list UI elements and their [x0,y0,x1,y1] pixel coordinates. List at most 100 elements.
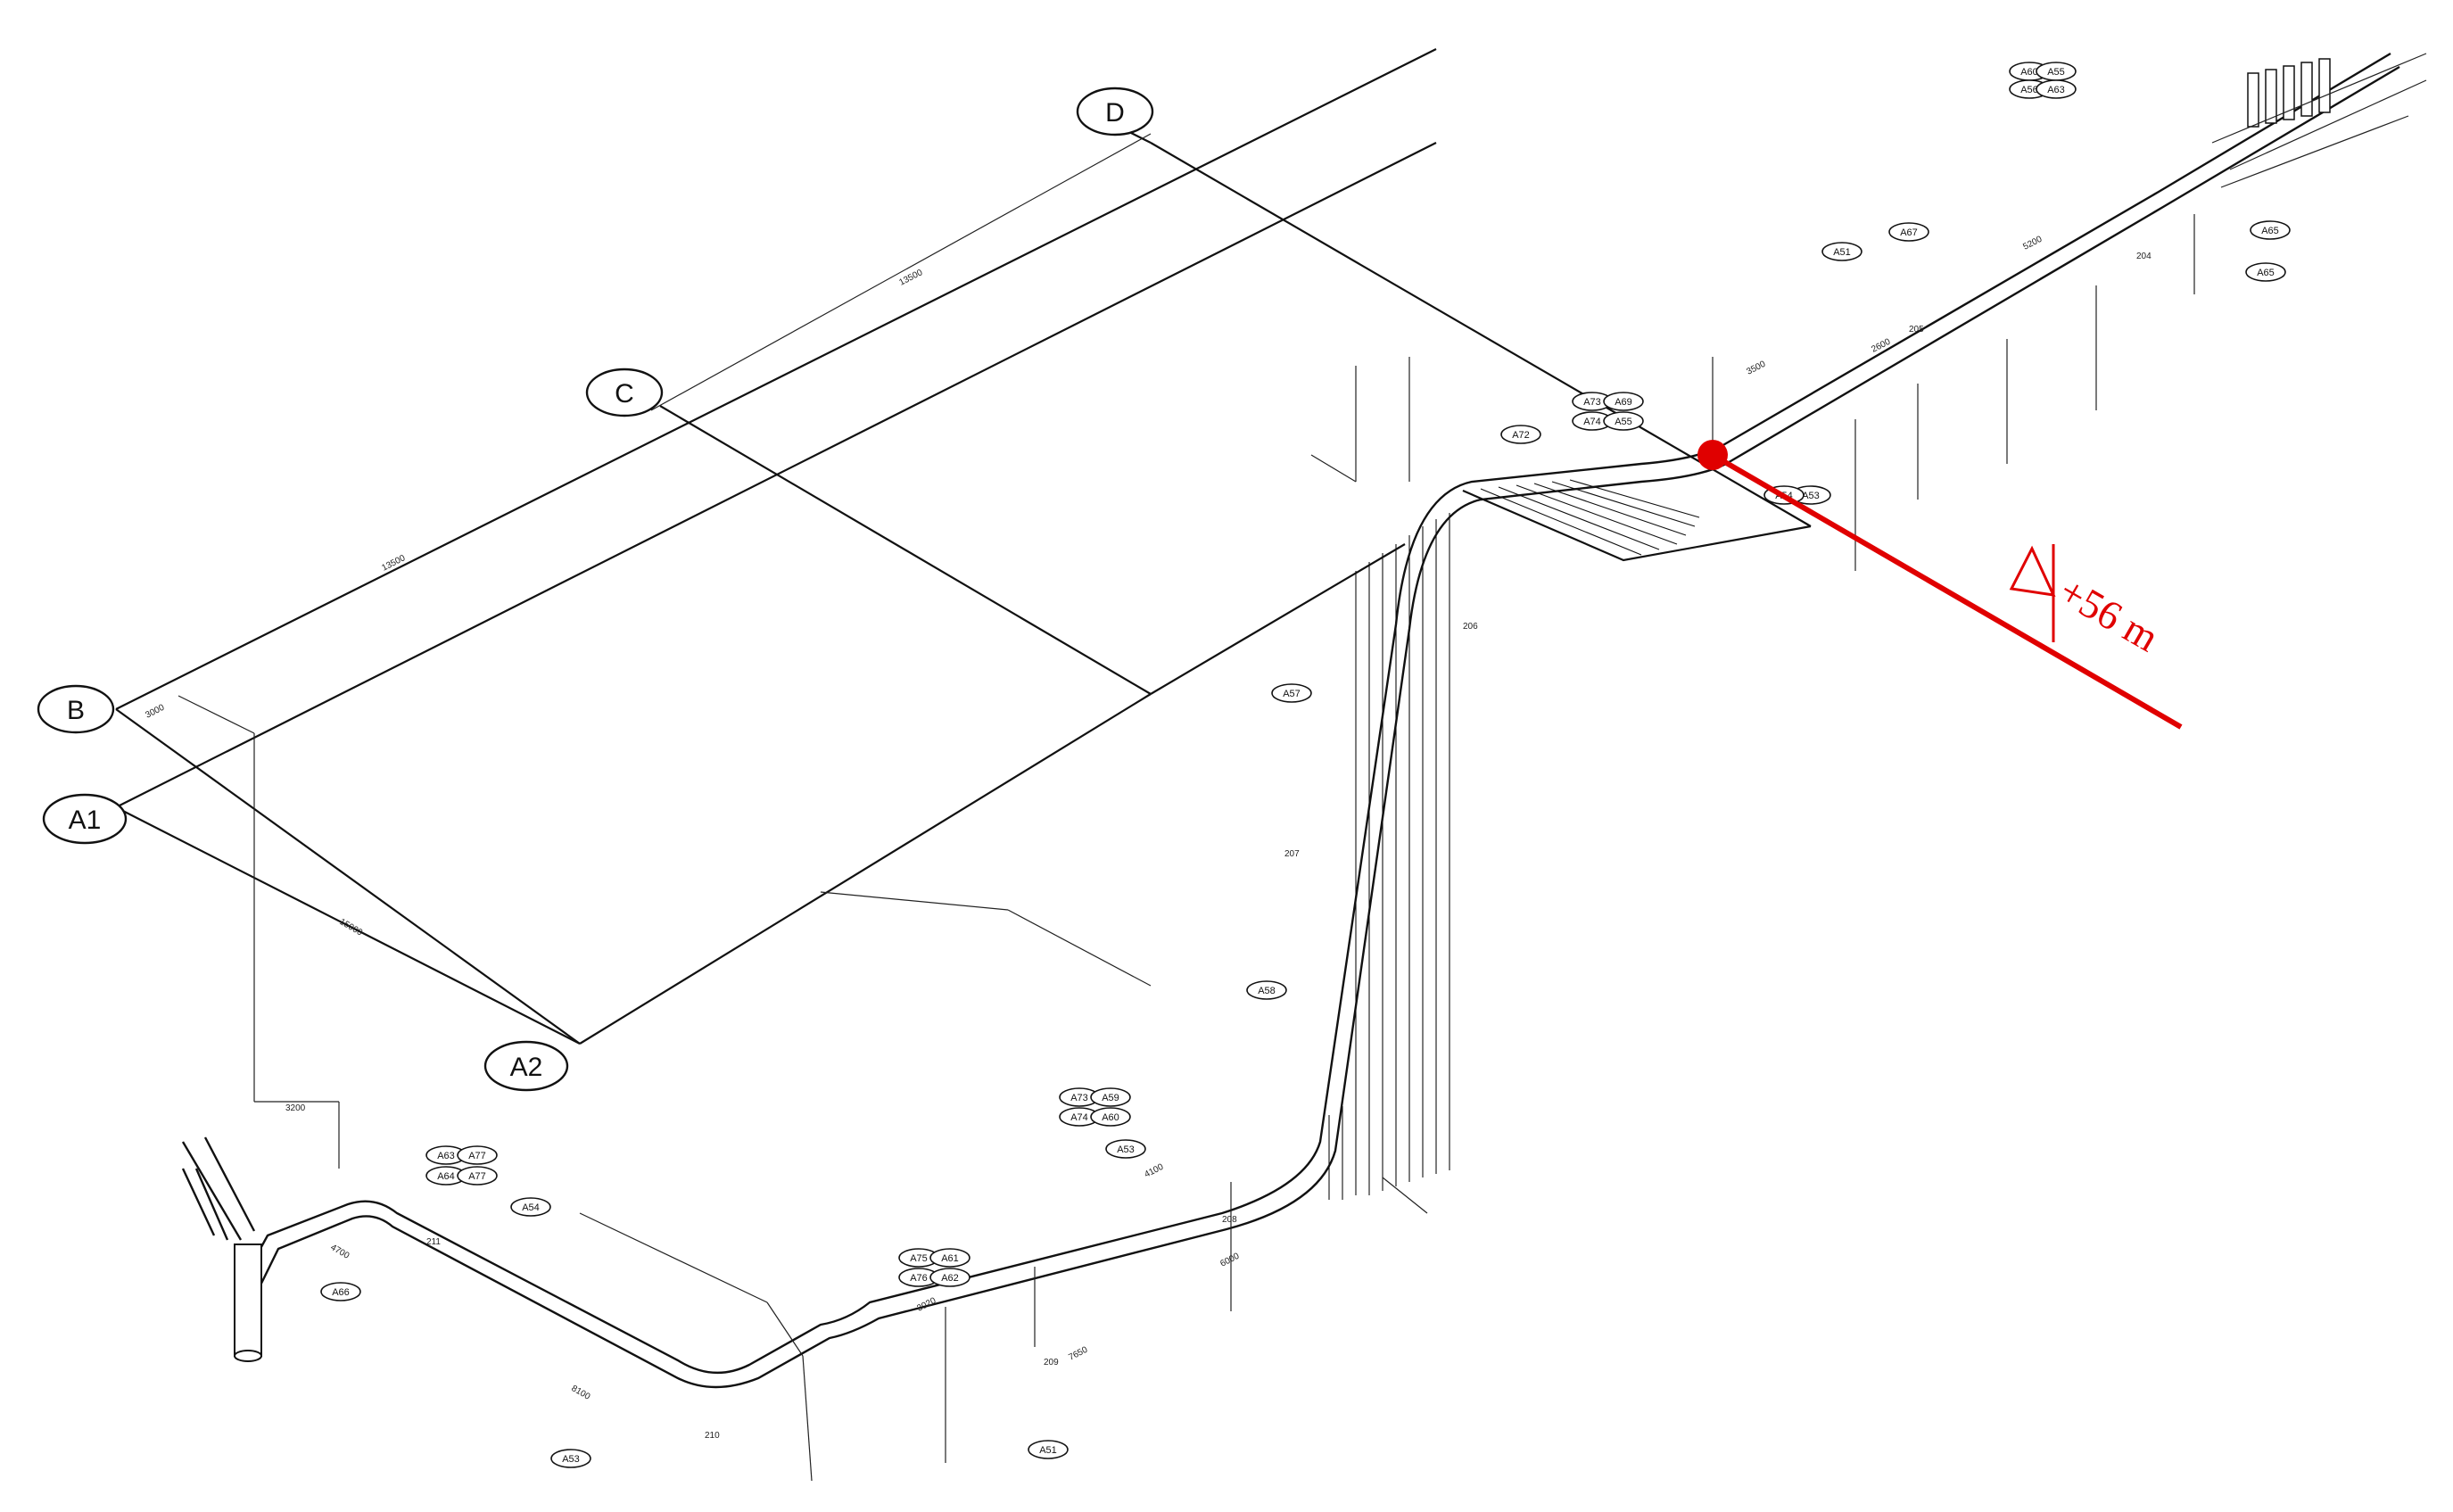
svg-text:B: B [67,696,85,725]
support-tag: A74 [1572,411,1613,431]
svg-text:A1: A1 [69,806,102,835]
support-tag: A63 [2036,79,2077,99]
support-tag: A60 [1090,1107,1131,1127]
svg-text:A62: A62 [941,1273,959,1284]
support-tag: A55 [1603,411,1644,431]
svg-text:A74: A74 [1583,417,1601,427]
svg-text:A55: A55 [1615,417,1632,427]
elevation-point-dot [1697,440,1728,470]
svg-text:A56: A56 [2020,85,2038,95]
support-tag: A65 [2245,262,2286,282]
support-tag: A54 [510,1197,551,1217]
riser-hatching [1328,513,1450,1200]
support-tag: A57 [1271,683,1312,703]
grid-bubble-B: B [37,684,115,734]
support-tag: A77 [457,1145,498,1165]
svg-text:3200: 3200 [285,1103,306,1113]
svg-text:8100: 8100 [570,1384,592,1402]
support-tag: A55 [2036,62,2077,81]
svg-text:A57: A57 [1283,689,1301,699]
svg-text:A61: A61 [941,1253,959,1264]
support-tag: A76 [898,1268,939,1287]
support-tag: A59 [1090,1087,1131,1107]
svg-text:A53: A53 [1117,1144,1135,1155]
svg-text:A72: A72 [1512,430,1530,441]
point-labels: 204 205 206 207 208 209 210 211 [426,252,2152,1441]
support-tag: A65 [2250,220,2291,240]
svg-text:209: 209 [1044,1358,1059,1367]
svg-text:A54: A54 [522,1202,540,1213]
dimension-labels: 13500 13500 15000 3000 3200 4700 8100 76… [144,235,2044,1402]
svg-text:A75: A75 [910,1253,928,1264]
elevation-marker: +56 m [1697,440,2183,730]
svg-text:208: 208 [1222,1215,1237,1225]
svg-text:A65: A65 [2261,226,2279,236]
svg-text:A60: A60 [1102,1112,1119,1123]
grid-bubble-A1: A1 [42,793,128,845]
elevation-label: +56 m [2052,567,2167,660]
svg-text:211: 211 [426,1237,441,1247]
support-tag: A61 [929,1248,970,1268]
svg-text:A64: A64 [437,1171,455,1182]
svg-text:4100: 4100 [1143,1162,1165,1180]
svg-text:A58: A58 [1258,986,1276,996]
top-right-valve-cluster [2211,53,2427,188]
support-tag: A75 [898,1248,939,1268]
svg-text:A53: A53 [1802,491,1820,501]
svg-text:A77: A77 [468,1171,486,1182]
svg-text:204: 204 [2136,252,2152,261]
svg-text:3000: 3000 [144,703,166,721]
svg-text:A73: A73 [1070,1093,1088,1103]
svg-text:205: 205 [1909,325,1924,335]
left-riser [181,1136,262,1362]
support-tag: A53 [1105,1139,1146,1159]
support-tag: A73 [1059,1087,1100,1107]
svg-text:4700: 4700 [329,1243,351,1261]
svg-text:A2: A2 [510,1053,543,1082]
svg-text:A65: A65 [2257,268,2275,278]
grid-bubble-D: D [1076,87,1154,136]
support-tag: A72 [1500,425,1541,444]
svg-text:7650: 7650 [1067,1345,1089,1363]
grid-bubble-C: C [585,368,664,417]
svg-text:A51: A51 [1833,247,1851,258]
svg-text:A63: A63 [2047,85,2065,95]
svg-text:A59: A59 [1102,1093,1119,1103]
svg-text:A67: A67 [1900,227,1918,238]
pipeline-route [181,52,2427,1482]
grid-axis-bubbles: D C B A1 A2 [37,87,1154,1092]
svg-text:A69: A69 [1615,397,1632,408]
support-tag: A62 [929,1268,970,1287]
svg-text:A76: A76 [910,1273,928,1284]
support-tag: A63 [425,1145,467,1165]
svg-text:A77: A77 [468,1151,486,1161]
svg-text:A73: A73 [1583,397,1601,408]
support-tag: A51 [1028,1440,1069,1459]
svg-text:A74: A74 [1070,1112,1088,1123]
top-bend-hatching [1462,479,1812,562]
svg-text:A55: A55 [2047,67,2065,78]
svg-text:D: D [1105,98,1125,128]
svg-text:207: 207 [1284,849,1300,859]
svg-text:A63: A63 [437,1151,455,1161]
dimension-lines [254,214,2195,1482]
support-tags: A57 A58 A53 A72 A73 A74 A69 A55 A51 A67 … [320,62,2291,1468]
svg-text:3500: 3500 [1745,359,1767,377]
svg-text:A53: A53 [562,1454,580,1465]
svg-text:13500: 13500 [897,268,924,288]
structural-grid [115,48,1812,1102]
support-tag: A73 [1572,392,1613,411]
svg-text:3020: 3020 [915,1296,937,1314]
support-tag: A51 [1821,242,1862,261]
support-tag: A77 [457,1166,498,1186]
svg-text:A60: A60 [2020,67,2038,78]
svg-text:210: 210 [705,1431,720,1441]
svg-text:A66: A66 [332,1287,350,1298]
support-tag: A58 [1246,980,1287,1000]
support-tag: A53 [550,1449,591,1468]
svg-text:6000: 6000 [1218,1252,1241,1269]
svg-text:C: C [615,379,634,409]
svg-text:15000: 15000 [338,917,365,938]
support-tag: A69 [1603,392,1644,411]
